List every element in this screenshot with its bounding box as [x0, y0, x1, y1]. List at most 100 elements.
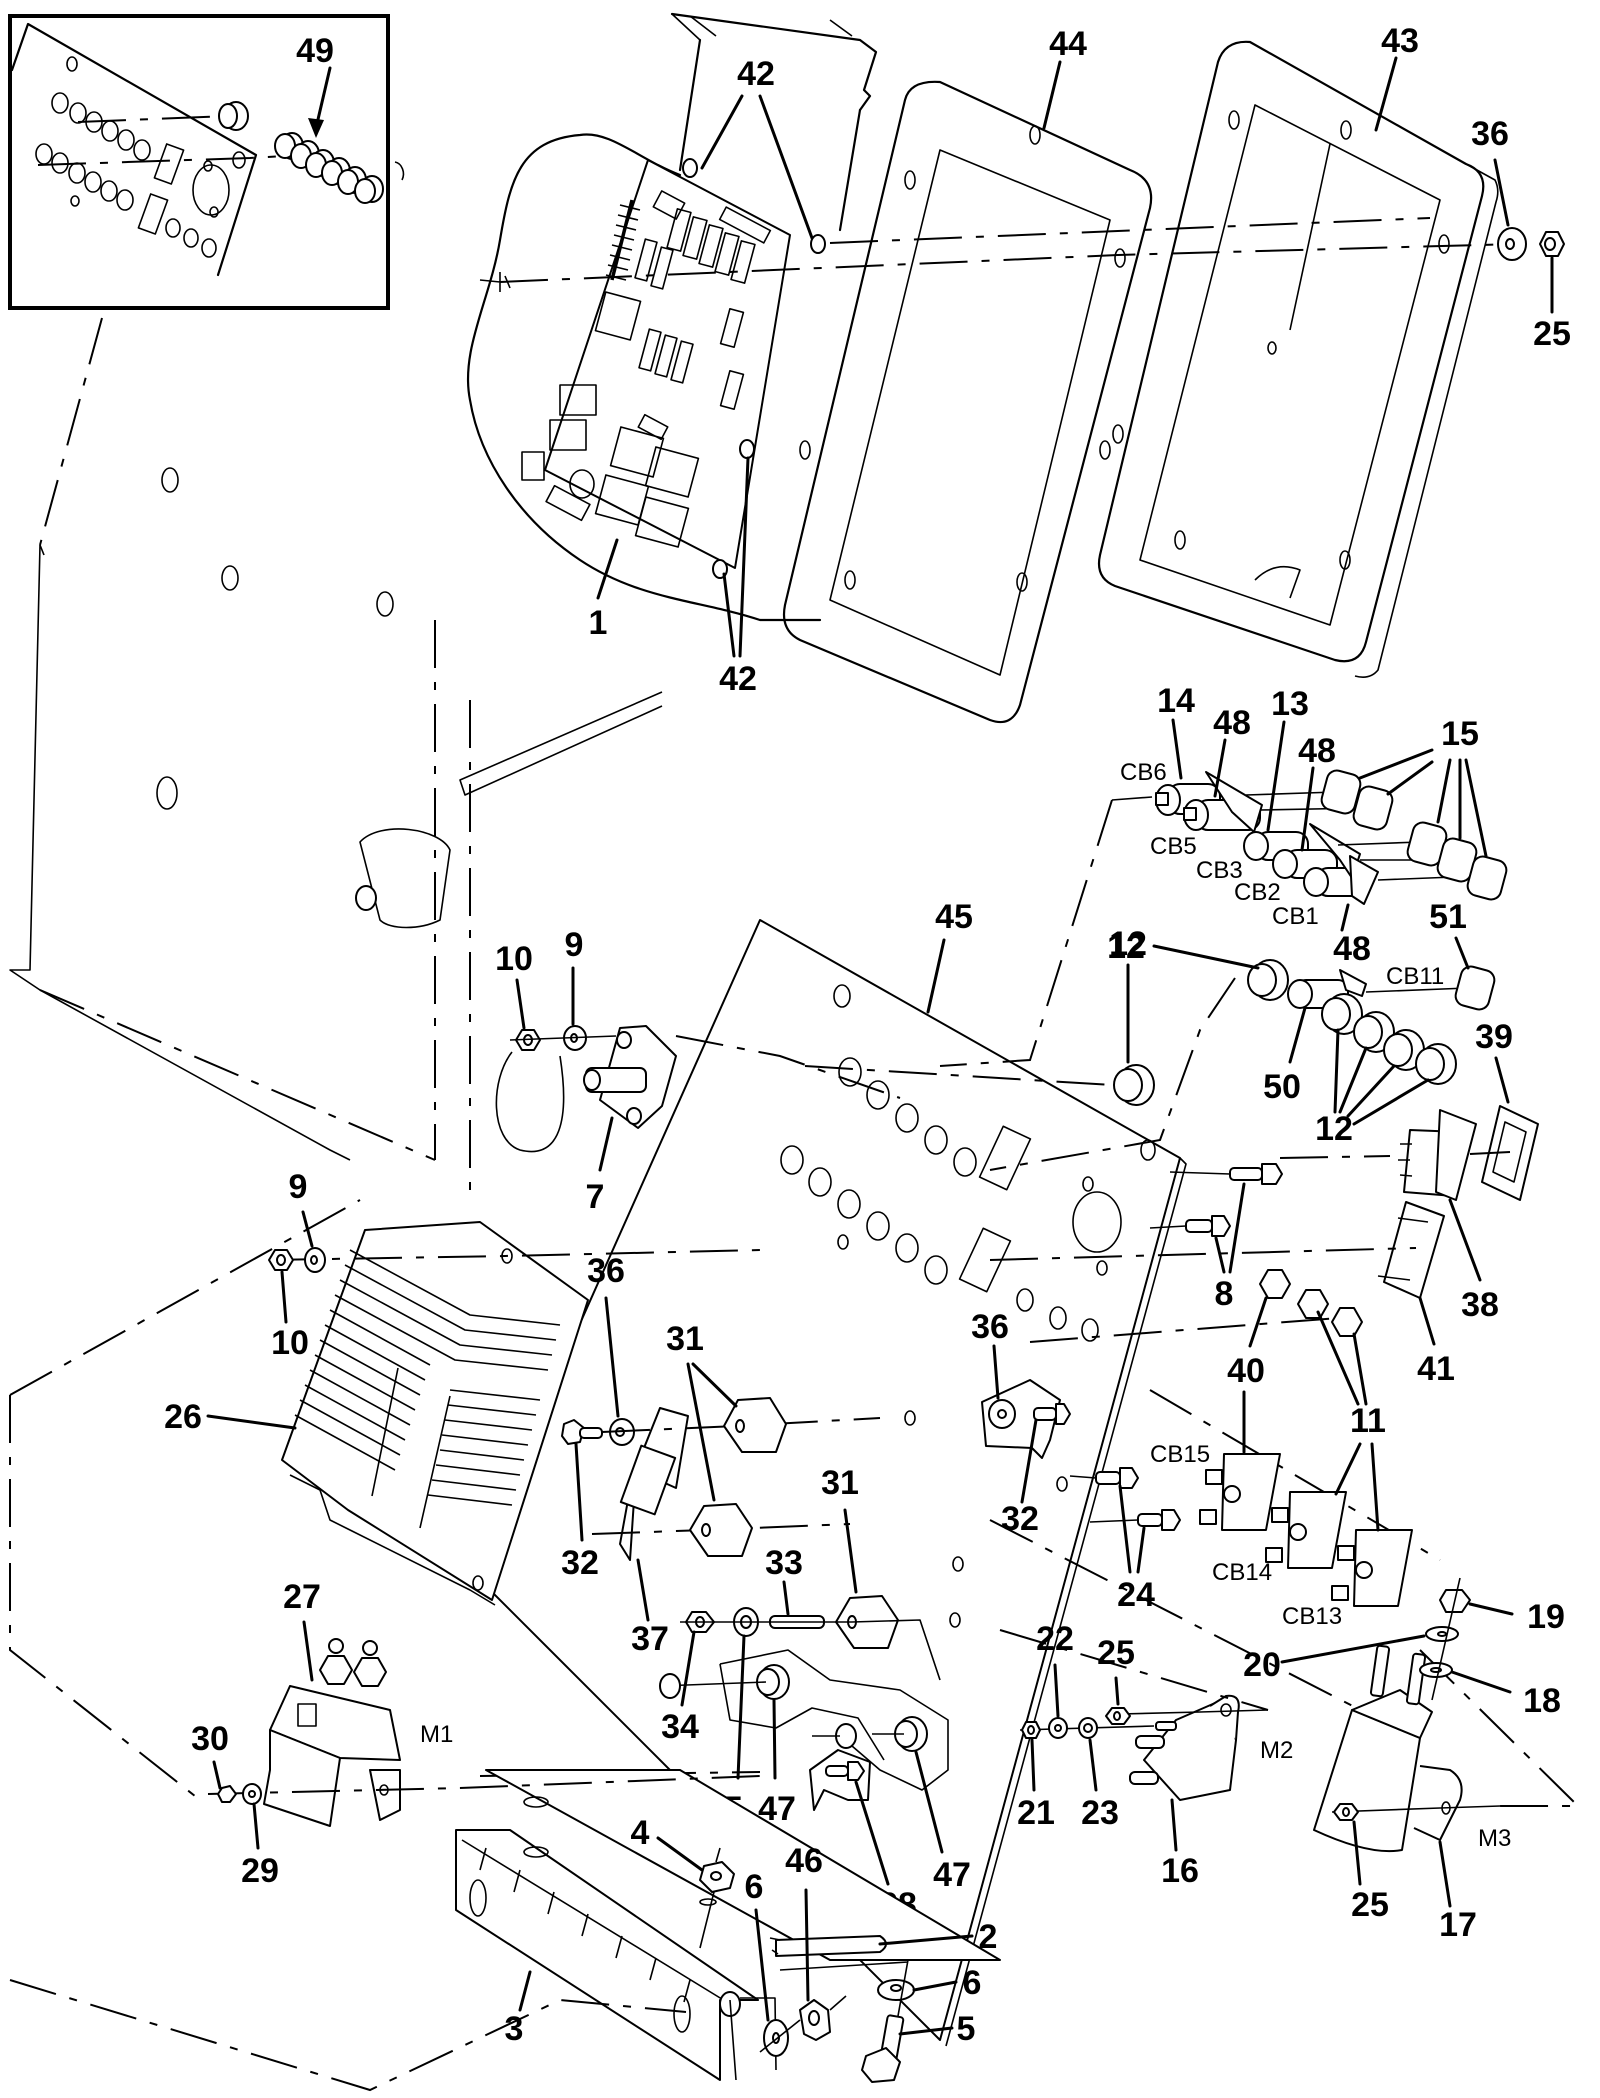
- panel-edge: [945, 1157, 1187, 2047]
- washer-22: [1048, 1717, 1068, 1739]
- lead-32-panel: [1020, 1418, 1038, 1504]
- contactor-terminals: [319, 1638, 387, 1687]
- nut-row-axis: [1029, 1317, 1339, 1343]
- hinge-hole: [523, 1846, 549, 1858]
- lead-20: [1280, 1634, 1426, 1664]
- callout-49: 49: [296, 32, 334, 70]
- inset-lead-line-1: [77, 115, 229, 123]
- callout-51: 51: [1429, 898, 1467, 936]
- contactor-m1: [263, 1638, 401, 1827]
- ref-cb5: CB5: [1150, 833, 1197, 860]
- mount-axis-upper: [829, 217, 1431, 244]
- callout-42: 42: [737, 55, 775, 93]
- cb11-plate: [1339, 969, 1367, 997]
- lead-45: [926, 938, 946, 1014]
- lead-21: [1030, 1738, 1036, 1792]
- fuse-body: [619, 1444, 677, 1516]
- frame-grommet-boss: [355, 885, 377, 911]
- callout-25: 25: [1097, 1634, 1135, 1672]
- fuse-assembly: [561, 1397, 941, 1681]
- breaker-cb11-group: [989, 959, 1496, 1171]
- callout-6: 6: [963, 1964, 982, 2002]
- lead-2: [878, 1934, 974, 1946]
- m3-studs: [1369, 1644, 1427, 1706]
- boots-15-lower: [1406, 821, 1508, 901]
- washer-36-top: [1497, 227, 1527, 261]
- breaker-axis-line: [1111, 796, 1153, 801]
- controller-mount-axis: [269, 1249, 761, 1261]
- lead-36: [604, 1296, 620, 1418]
- lead-38: [1448, 1198, 1482, 1282]
- gasket-holes: [799, 125, 1126, 592]
- callout-15: 15: [1441, 715, 1479, 753]
- callout-4: 4: [631, 1814, 650, 1852]
- callout-5: 5: [957, 2010, 976, 2048]
- board-pcb: [544, 159, 791, 569]
- callout-12: 12: [1107, 928, 1145, 966]
- inset-arrow: [314, 66, 332, 130]
- inset-connector-arc: [394, 161, 405, 181]
- ground-plate-outline: [719, 1649, 949, 1791]
- inset-detail: 49: [8, 14, 390, 310]
- lead-6a: [754, 1908, 770, 2022]
- lead-50: [1288, 1006, 1307, 1064]
- lead-40: [1248, 1296, 1268, 1348]
- boot-12-axis: [804, 1065, 1113, 1086]
- callout-16: 16: [1161, 1852, 1199, 1890]
- callout-3: 3: [505, 2010, 524, 2048]
- bracket-41: [1383, 1201, 1445, 1299]
- frame-projection-line: [39, 317, 103, 546]
- lead-29: [252, 1802, 260, 1850]
- ref-m3: M3: [1478, 1825, 1511, 1852]
- contactor-window: [297, 1703, 317, 1727]
- lead-30: [212, 1760, 222, 1790]
- callout-47: 47: [933, 1856, 971, 1894]
- lead-10-controller: [280, 1270, 288, 1324]
- lead-13: [1266, 720, 1286, 832]
- stud-7-projection: [675, 1035, 901, 1099]
- callout-23: 23: [1081, 1794, 1119, 1832]
- lead-26: [206, 1414, 297, 1430]
- lead-1: [596, 538, 619, 600]
- m2-projection: [999, 1629, 1269, 1711]
- ref-cb2: CB2: [1234, 879, 1281, 906]
- lead-32: [574, 1442, 584, 1542]
- m2-ear: [1209, 1694, 1240, 1741]
- enclosure-notch: [1254, 565, 1301, 599]
- frame-hole: [161, 467, 179, 493]
- mount-axis-lower: [499, 243, 1521, 283]
- lead-34: [680, 1630, 696, 1707]
- lead-19: [1468, 1602, 1514, 1616]
- lead-6b: [912, 1980, 958, 1992]
- callout-22: 22: [1036, 1620, 1074, 1658]
- gasket-inner: [829, 149, 1111, 676]
- bolt-32-panel: [1033, 1403, 1071, 1425]
- lead-3: [518, 1970, 532, 2012]
- frame-tab: [39, 544, 45, 556]
- inset-lens-row: [274, 132, 384, 204]
- callout-32: 32: [1001, 1500, 1039, 1538]
- lead-28: [854, 1780, 890, 1886]
- callout-33: 33: [765, 1544, 803, 1582]
- lead-22: [1053, 1663, 1060, 1718]
- callout-41: 41: [1417, 1350, 1455, 1388]
- board-cable-harness: [466, 133, 822, 622]
- arrow-head-icon: [308, 118, 324, 138]
- lead-24: [1118, 1484, 1146, 1574]
- callout-50: 50: [1263, 1068, 1301, 1106]
- lead-5: [898, 2026, 954, 2036]
- cover-left-edge: [678, 38, 702, 172]
- m2-terminals: [1129, 1721, 1177, 1785]
- controller-center-panel: [371, 1367, 451, 1529]
- washer-20: [1425, 1626, 1459, 1642]
- lead-48c: [1340, 903, 1350, 932]
- controller-base: [289, 1474, 496, 1606]
- callout-17: 17: [1439, 1906, 1477, 1944]
- washer-9-controller: [304, 1247, 326, 1273]
- callout-18: 18: [1523, 1682, 1561, 1720]
- board-header-teeth: [605, 204, 641, 281]
- controller-fins: [294, 1249, 561, 1506]
- enclosure-ridge: [1289, 143, 1331, 331]
- callout-32: 32: [561, 1544, 599, 1582]
- boot-51: [1454, 965, 1496, 1011]
